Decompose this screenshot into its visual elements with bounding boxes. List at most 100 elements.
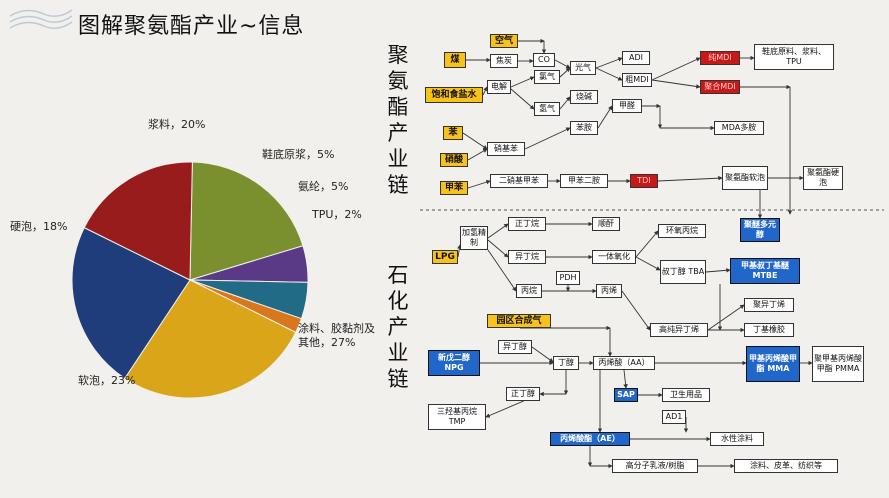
isobutane-node: 异丁烷: [508, 250, 546, 264]
hydrogen-node: 氢气: [534, 102, 560, 116]
lpg-node: LPG: [432, 250, 458, 264]
pu-rigid-foam-node: 聚氨酯硬泡: [803, 166, 843, 190]
crude-mdi-node: 粗MDI: [622, 73, 652, 87]
mda-node: MDA多胺: [714, 121, 764, 135]
toluenediamine-node: 甲苯二胺: [560, 174, 608, 188]
tba-node: 叔丁醇 TBA: [660, 260, 706, 284]
polyisobutylene-node: 聚异丁烯: [744, 298, 794, 312]
isobutanol-node: 异丁醇: [498, 340, 532, 354]
connector-18: [467, 148, 488, 161]
connector-27: [657, 175, 723, 182]
hydrotreating-node: 加氢精制: [460, 226, 488, 250]
page-title: 图解聚氨酯产业~信息: [78, 14, 305, 39]
pmma-node: 聚甲基丙烯酸甲酯 PMMA: [812, 346, 864, 382]
connector-30: [457, 244, 462, 258]
pu-soft-foam-node: 聚氨酯软泡: [722, 166, 768, 190]
pie-label-tpu: TPU，2%: [312, 208, 362, 221]
benzene-node: 苯: [443, 126, 463, 140]
n-butanol-node: 正丁醇: [506, 387, 540, 401]
connector-35: [635, 230, 659, 258]
title-decoration-icon: [9, 9, 73, 29]
formaldehyde-node: 甲醛: [612, 99, 642, 113]
connector-17: [462, 132, 488, 150]
propylene-oxide-node: 环氧丙烷: [658, 224, 706, 238]
mtbe-node: 甲基叔丁基醚 MTBE: [730, 258, 800, 284]
connector-38: [487, 249, 517, 292]
chlorine-node: 氯气: [534, 70, 560, 84]
pdh-node: PDH: [556, 271, 580, 285]
propylene-node: 丙烯: [596, 284, 622, 298]
connector-4: [554, 59, 571, 69]
connector-24: [467, 179, 491, 189]
npg-node: 新戊二醇 NPG: [428, 350, 480, 376]
connector-19: [524, 127, 571, 150]
co-node: CO: [533, 53, 555, 67]
polymeric-mdi-node: 聚合MDI: [700, 80, 740, 94]
connector-5: [482, 86, 488, 96]
aniline-node: 苯胺: [570, 121, 598, 135]
propane-node: 丙烷: [516, 284, 542, 298]
acrylic-acid-node: 丙烯酸（AA）: [593, 356, 655, 370]
connector-13: [651, 79, 701, 89]
phosgene-node: 光气: [570, 61, 596, 75]
pie-label-coatings: 涂料、胶黏剂及 其他，27%: [298, 322, 375, 349]
connector-8: [559, 67, 571, 78]
pu-chain-label: 聚氨酯产业链: [387, 43, 409, 197]
connector-12: [651, 57, 701, 81]
nitric-acid-node: 硝酸: [440, 153, 468, 167]
polymer-emulsion-node: 高分子乳液/树脂: [612, 459, 698, 473]
coke-node: 焦炭: [490, 54, 518, 68]
pie-label-shoe-sole: 鞋底原浆，5%: [262, 148, 335, 161]
coal-node: 煤: [444, 52, 466, 68]
connector-7: [510, 88, 535, 110]
electrolysis-node: 电解: [487, 80, 511, 94]
brine-node: 饱和食盐水: [425, 87, 483, 103]
connector-11: [595, 67, 623, 81]
ad1-node: AD1: [662, 410, 686, 424]
integrated-oxidation-node: 一体氧化: [592, 250, 636, 264]
pie-label-spandex: 氨纶，5%: [298, 180, 349, 193]
pie-label-rigid-foam: 硬泡，18%: [10, 220, 68, 233]
mma-node: 甲基丙烯酸甲酯 MMA: [746, 346, 800, 382]
pie-label-slurry: 浆料，20%: [148, 118, 206, 131]
pie-slice-6: [83, 161, 193, 281]
connector-9: [559, 96, 571, 110]
pie-slice-5: [71, 226, 191, 380]
pie-slice-0: [189, 161, 304, 281]
nitrobenzene-node: 硝基苯: [487, 142, 525, 156]
park-syngas-node: 园区合成气: [487, 314, 551, 328]
end-use-coatings-node: 涂料、皮革、纺织等: [734, 459, 838, 473]
connector-20: [597, 105, 613, 129]
adi-node: ADI: [622, 51, 650, 65]
polyether-polyol-node: 聚醚多元醇: [740, 218, 780, 242]
shoe-material-node: 鞋底原料、浆料、TPU: [754, 44, 834, 70]
petro-chain-label: 石化产业链: [387, 263, 409, 391]
connector-31: [487, 223, 509, 239]
pie-label-soft-foam: 软泡，23%: [78, 374, 136, 387]
connector-36: [635, 256, 661, 271]
sap-node: SAP: [614, 388, 638, 402]
caustic-soda-node: 烧碱: [570, 90, 598, 104]
tmp-node: 三羟基丙烷 TMP: [428, 404, 486, 430]
maleic-anhydride-node: 顺酐: [592, 217, 620, 231]
hygiene-products-node: 卫生用品: [662, 388, 710, 402]
butanol-node: 丁醇: [553, 356, 579, 370]
toluene-node: 甲苯: [440, 181, 468, 195]
high-purity-isobutylene-node: 高纯异丁烯: [650, 323, 708, 337]
connector-10: [595, 57, 623, 69]
connector-37: [705, 268, 731, 273]
pure-mdi-node: 纯MDI: [700, 51, 740, 65]
connector-33: [487, 239, 509, 258]
butyl-rubber-node: 丁基橡胶: [744, 323, 794, 337]
n-butane-node: 正丁烷: [508, 217, 546, 231]
acrylate-node: 丙烯酸酯（AE）: [550, 432, 630, 446]
connector-46: [531, 346, 554, 363]
tdi-node: TDI: [630, 174, 658, 188]
pie-slice-4: [124, 279, 297, 399]
dinitrotoluene-node: 二硝基甲苯: [490, 174, 548, 188]
air-node: 空气: [490, 34, 518, 48]
connector-54: [623, 369, 628, 389]
connector-42: [707, 304, 745, 331]
